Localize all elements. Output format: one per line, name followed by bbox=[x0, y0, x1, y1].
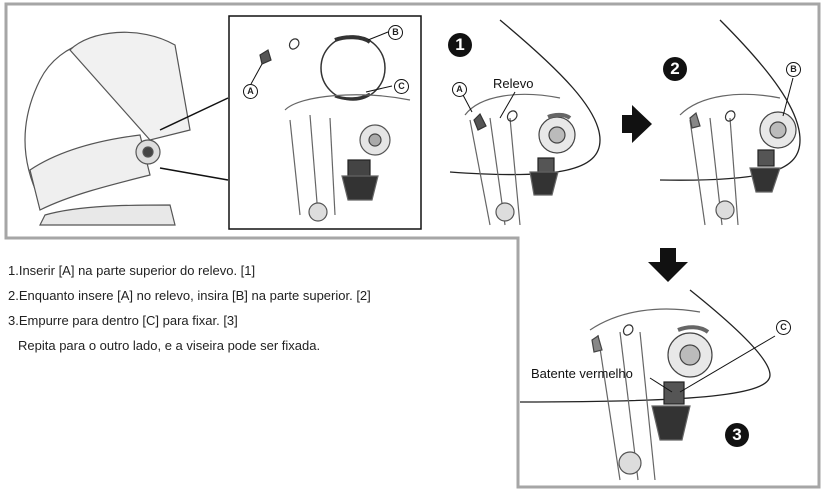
instruction-note: Repita para o outro lado, e a viseira po… bbox=[18, 338, 321, 353]
leader-batente bbox=[649, 377, 673, 393]
label-relevo: Relevo bbox=[493, 76, 534, 91]
leader-c-step3 bbox=[679, 335, 776, 393]
step-number-3: 3 bbox=[725, 423, 749, 447]
zoom-panel bbox=[228, 15, 422, 230]
leader-relevo bbox=[499, 91, 516, 119]
instruction-1: 1.Inserir [A] na parte superior do relev… bbox=[8, 263, 256, 278]
step-number-1: 1 bbox=[448, 33, 472, 57]
step2-illustration bbox=[659, 19, 801, 226]
leader-a-step1 bbox=[462, 94, 473, 113]
label-a-step1: A bbox=[452, 82, 467, 97]
label-c-step3: C bbox=[776, 320, 791, 335]
leader-a-zoom bbox=[250, 63, 263, 85]
arrow-right bbox=[622, 105, 652, 143]
label-b-step2: B bbox=[786, 62, 801, 77]
arrow-down bbox=[648, 248, 688, 282]
step3-illustration bbox=[519, 289, 771, 481]
label-b-zoom: B bbox=[388, 25, 403, 40]
label-batente-vermelho: Batente vermelho bbox=[531, 366, 633, 381]
helmet-illustration bbox=[24, 31, 229, 226]
label-a-zoom: A bbox=[243, 84, 258, 99]
step1-illustration bbox=[449, 19, 601, 226]
instructions: 1.Inserir [A] na parte superior do relev… bbox=[8, 258, 508, 358]
leader-b-step2 bbox=[782, 77, 794, 117]
leader-b-zoom bbox=[367, 31, 389, 41]
instruction-2: 2.Enquanto insere [A] no relevo, insira … bbox=[8, 288, 371, 303]
step-number-2: 2 bbox=[663, 57, 687, 81]
outer-frame bbox=[4, 2, 821, 489]
zoom-detail bbox=[259, 35, 411, 222]
leader-c-zoom bbox=[365, 85, 393, 93]
instruction-3: 3.Empurre para dentro [C] para fixar. [3… bbox=[8, 313, 238, 328]
label-c-zoom: C bbox=[394, 79, 409, 94]
